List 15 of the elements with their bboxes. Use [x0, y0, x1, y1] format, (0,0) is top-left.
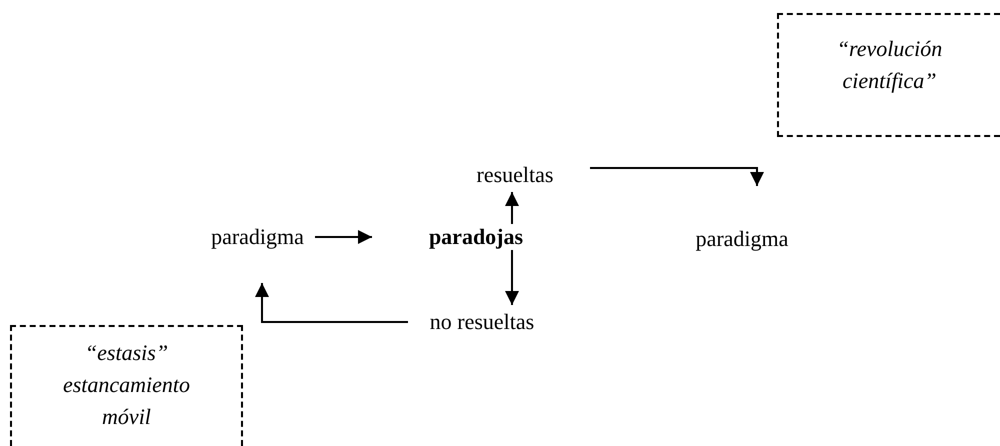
- arrow: [505, 192, 519, 224]
- note-text: “estasis”: [84, 339, 168, 367]
- arrow: [505, 250, 519, 305]
- dashed-note-box: [10, 325, 243, 446]
- node-label: paradojas: [428, 224, 524, 250]
- node-label: resueltas: [476, 162, 554, 188]
- node-label: paradigma: [696, 226, 788, 252]
- arrow: [255, 283, 408, 323]
- note-text: estancamiento móvil: [62, 371, 192, 431]
- node-label: no resueltas: [430, 308, 534, 334]
- dashed-note-box: [777, 13, 1000, 137]
- node-label: paradigma: [211, 224, 304, 250]
- note-text: “revolución científica”: [836, 35, 944, 95]
- arrow: [590, 167, 764, 186]
- arrow: [315, 230, 372, 244]
